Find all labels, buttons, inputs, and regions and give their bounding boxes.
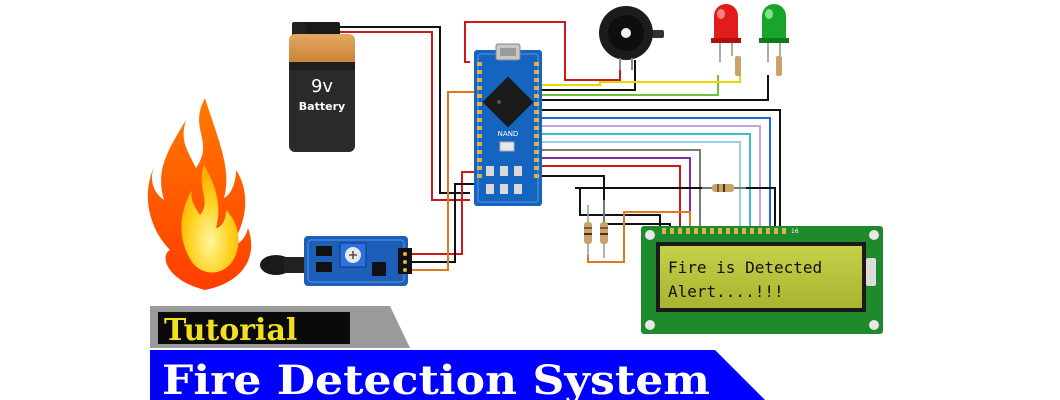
buzzer-icon (599, 6, 664, 70)
banner-title: Fire Detection System (162, 357, 710, 400)
resistor-icon (584, 184, 746, 258)
lcd-vcc-wire (540, 175, 671, 228)
lcd-data-wire-3 (540, 125, 761, 228)
lcd-data-wire-6 (540, 149, 701, 228)
battery-voltage: 9v (311, 76, 333, 97)
sensor-do-wire (412, 91, 476, 271)
lcd-display-icon: 16 Fire is Detected Alert....!!! (641, 226, 883, 334)
lcd-data-wire-5 (540, 141, 741, 228)
lcd-gnd-wire (579, 188, 661, 228)
battery-red-wire (330, 31, 470, 201)
title-banner: Tutorial Fire Detection System (150, 306, 765, 400)
lcd-line-1: Fire is Detected (668, 258, 822, 277)
flame-sensor-icon (260, 236, 412, 286)
led-gnd-wire (540, 75, 741, 86)
arduino-chip-label: NAND (498, 130, 519, 138)
lcd-header-pins (662, 228, 786, 234)
green-led-wire (540, 75, 769, 101)
red-led-icon (711, 4, 741, 76)
lcd-data-wire-4 (540, 133, 751, 228)
fire-icon (147, 98, 252, 290)
lcd-data-wire-1 (540, 109, 781, 228)
contrast-wire (587, 211, 691, 263)
wires (330, 21, 781, 271)
arduino-right-pins (534, 62, 539, 178)
arduino-nano-icon: NAND (474, 43, 542, 206)
sensor-gnd-wire (412, 183, 476, 263)
buzzer-red-wire (464, 21, 621, 81)
lcd-line-2: Alert....!!! (668, 282, 784, 301)
lcd-data-wire-7 (540, 157, 691, 228)
battery-label: Battery (299, 100, 345, 113)
green-led-icon (759, 4, 789, 76)
buzzer-black-wire (540, 60, 636, 91)
banner-tag: Tutorial (164, 313, 297, 348)
lcd-pin-number: 16 (791, 228, 799, 235)
backlight-wire (690, 187, 776, 228)
battery-icon: 9v Battery (289, 22, 355, 152)
arduino-left-pins (477, 62, 482, 178)
lcd-data-wire-8 (540, 165, 681, 228)
sensor-vcc-wire (412, 171, 476, 255)
banner-blue-band (150, 350, 765, 400)
lcd-data-wire-2 (540, 117, 771, 228)
